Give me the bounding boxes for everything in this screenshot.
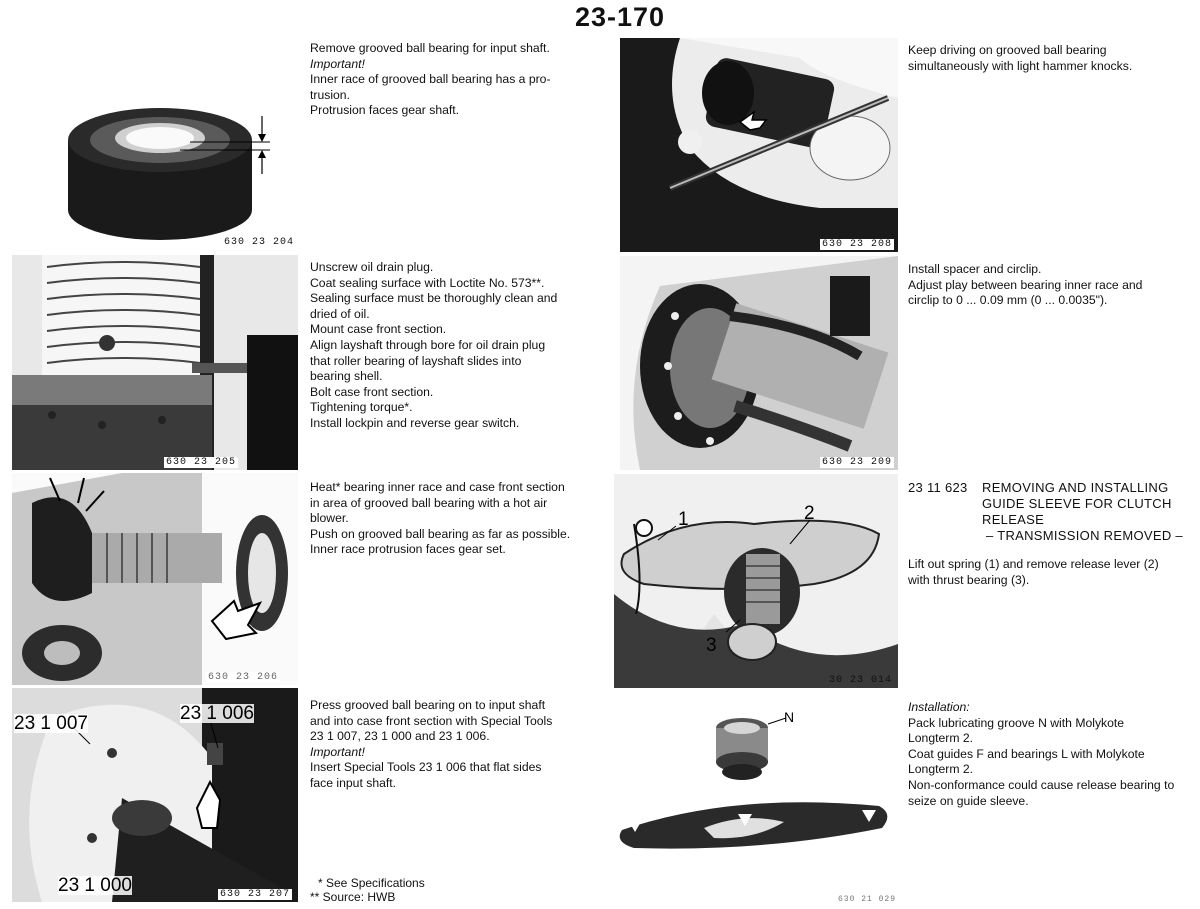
instruction-lift-spring: Lift out spring (1) and remove release l… — [908, 557, 1159, 588]
instruction-press-bearing: Press grooved ball bearing on to input s… — [310, 698, 552, 792]
text-line: Sealing surface must be thoroughly clean… — [310, 291, 558, 306]
text-line: circlip to 0 ... 0.09 mm (0 ... 0.0035")… — [908, 293, 1108, 308]
photo-id: 630 21 029 — [838, 895, 897, 902]
text-line-installation: Installation: — [908, 700, 970, 714]
callout-lubricating-groove: N — [784, 709, 795, 725]
photo-id: 630 23 204 — [223, 237, 294, 248]
special-tools-illustration — [12, 688, 298, 902]
callout-tool-23-1-000: 23 1 000 — [58, 875, 132, 896]
text-line: Push on grooved ball bearing as far as p… — [310, 526, 571, 541]
section-title-line: GUIDE SLEEVE FOR CLUTCH — [982, 496, 1172, 511]
text-line: trusion. — [310, 87, 350, 102]
text-line: simultaneously with light hammer knocks. — [908, 58, 1133, 73]
photo-ball-bearing: 630 23 204 — [60, 80, 300, 250]
case-illustration — [12, 255, 298, 470]
photo-special-tools: 23 1 007 23 1 006 23 1 000 630 23 207 — [12, 688, 298, 902]
text-line: in area of grooved ball bearing with a h… — [310, 495, 548, 510]
photo-id: 630 23 206 — [205, 672, 280, 683]
section-title-line: – TRANSMISSION REMOVED – — [986, 528, 1183, 543]
text-line: Coat sealing surface with Loctite No. 57… — [310, 275, 545, 290]
instruction-heat-bearing: Heat* bearing inner race and case front … — [310, 480, 570, 558]
photo-case-front-section: 630 23 205 — [12, 255, 298, 470]
text-line: face input shaft. — [310, 775, 397, 790]
text-line: Keep driving on grooved ball bearing — [908, 43, 1107, 57]
footnote-specifications: * See Specifications — [318, 876, 425, 890]
release-lever-illustration — [614, 474, 898, 688]
spacer-circlip-illustration — [620, 256, 898, 470]
text-line: with thrust bearing (3). — [908, 572, 1030, 587]
text-line: Align layshaft through bore for oil drai… — [310, 337, 546, 352]
text-line: Install lockpin and reverse gear switch. — [310, 415, 520, 430]
page-number: 23-170 — [574, 2, 666, 32]
instruction-spacer-circlip: Install spacer and circlip. Adjust play … — [908, 262, 1142, 309]
ball-bearing-illustration — [68, 108, 270, 240]
callout-release-lever: 2 — [804, 503, 815, 524]
text-line: Install spacer and circlip. — [908, 262, 1042, 276]
photo-id: 630 23 205 — [163, 457, 238, 468]
text-line: 23 1 007, 23 1 000 and 23 1 006. — [310, 729, 490, 744]
callout-thrust-bearing: 3 — [706, 635, 717, 656]
photo-id: 630 23 207 — [217, 889, 292, 900]
text-line-important: Important! — [310, 56, 365, 71]
text-line: Bolt case front section. — [310, 384, 434, 399]
text-line: Unscrew oil drain plug. — [310, 260, 434, 274]
text-line: Heat* bearing inner race and case front … — [310, 480, 565, 494]
text-line: Inner race protrusion faces gear set. — [310, 542, 506, 557]
photo-id: 630 23 209 — [819, 457, 894, 468]
text-line: dried of oil. — [310, 306, 370, 321]
text-line: seize on guide sleeve. — [908, 793, 1029, 808]
section-title: REMOVING AND INSTALLING GUIDE SLEEVE FOR… — [982, 480, 1183, 544]
text-line: Protrusion faces gear shaft. — [310, 103, 460, 118]
text-line-important: Important! — [310, 744, 365, 759]
footnote-source: ** Source: HWB — [310, 890, 396, 904]
text-line: Coat guides F and bearings L with Molyko… — [908, 746, 1145, 761]
section-heading: 23 11 623 REMOVING AND INSTALLING GUIDE … — [908, 480, 1188, 546]
text-line: Insert Special Tools 23 1 006 that flat … — [310, 760, 542, 775]
text-line: Pack lubricating groove N with Molykote — [908, 715, 1125, 730]
text-line: Lift out spring (1) and remove release l… — [908, 557, 1159, 571]
text-line: Longterm 2. — [908, 762, 974, 777]
instruction-keep-driving: Keep driving on grooved ball bearing sim… — [908, 43, 1132, 74]
text-line: Longterm 2. — [908, 731, 974, 746]
text-line: Press grooved ball bearing on to input s… — [310, 698, 546, 712]
drive-bearing-illustration — [620, 38, 898, 252]
callout-spring: 1 — [678, 509, 689, 530]
text-line: Non-conformance could cause release bear… — [908, 777, 1175, 792]
text-line: that roller bearing of layshaft slides i… — [310, 353, 522, 368]
guide-sleeve-illustration — [614, 702, 898, 902]
instruction-remove-bearing: Remove grooved ball bearing for input sh… — [310, 41, 551, 119]
instruction-oil-drain-plug: Unscrew oil drain plug. Coat sealing sur… — [310, 260, 557, 432]
text-line: Tightening torque*. — [310, 400, 413, 415]
section-title-line: REMOVING AND INSTALLING — [982, 480, 1169, 495]
photo-guide-sleeve: N 630 21 029 — [614, 702, 898, 902]
photo-id: 30 23 014 — [828, 675, 892, 686]
photo-release-lever: 1 2 3 30 23 014 — [614, 474, 898, 688]
heat-bearing-illustration — [12, 473, 298, 685]
text-line: Inner race of grooved ball bearing has a… — [310, 72, 551, 87]
callout-tool-23-1-006: 23 1 006 — [180, 703, 254, 724]
text-line: and into case front section with Special… — [310, 713, 553, 728]
text-line: Remove grooved ball bearing for input sh… — [310, 41, 550, 55]
photo-drive-bearing: 630 23 208 — [620, 38, 898, 252]
section-code: 23 11 623 — [908, 480, 968, 495]
footnotes: * See Specifications ** Source: HWB — [310, 876, 425, 904]
photo-spacer-circlip: 630 23 209 — [620, 256, 898, 470]
text-line: blower. — [310, 511, 349, 526]
section-title-line: RELEASE — [982, 512, 1045, 527]
text-line: Mount case front section. — [310, 322, 447, 337]
instruction-installation: Installation: Pack lubricating groove N … — [908, 700, 1174, 809]
photo-heat-bearing: 630 23 206 — [12, 473, 298, 685]
callout-tool-23-1-007: 23 1 007 — [14, 713, 88, 734]
text-line: bearing shell. — [310, 369, 383, 384]
photo-id: 630 23 208 — [819, 239, 894, 250]
text-line: Adjust play between bearing inner race a… — [908, 277, 1143, 292]
